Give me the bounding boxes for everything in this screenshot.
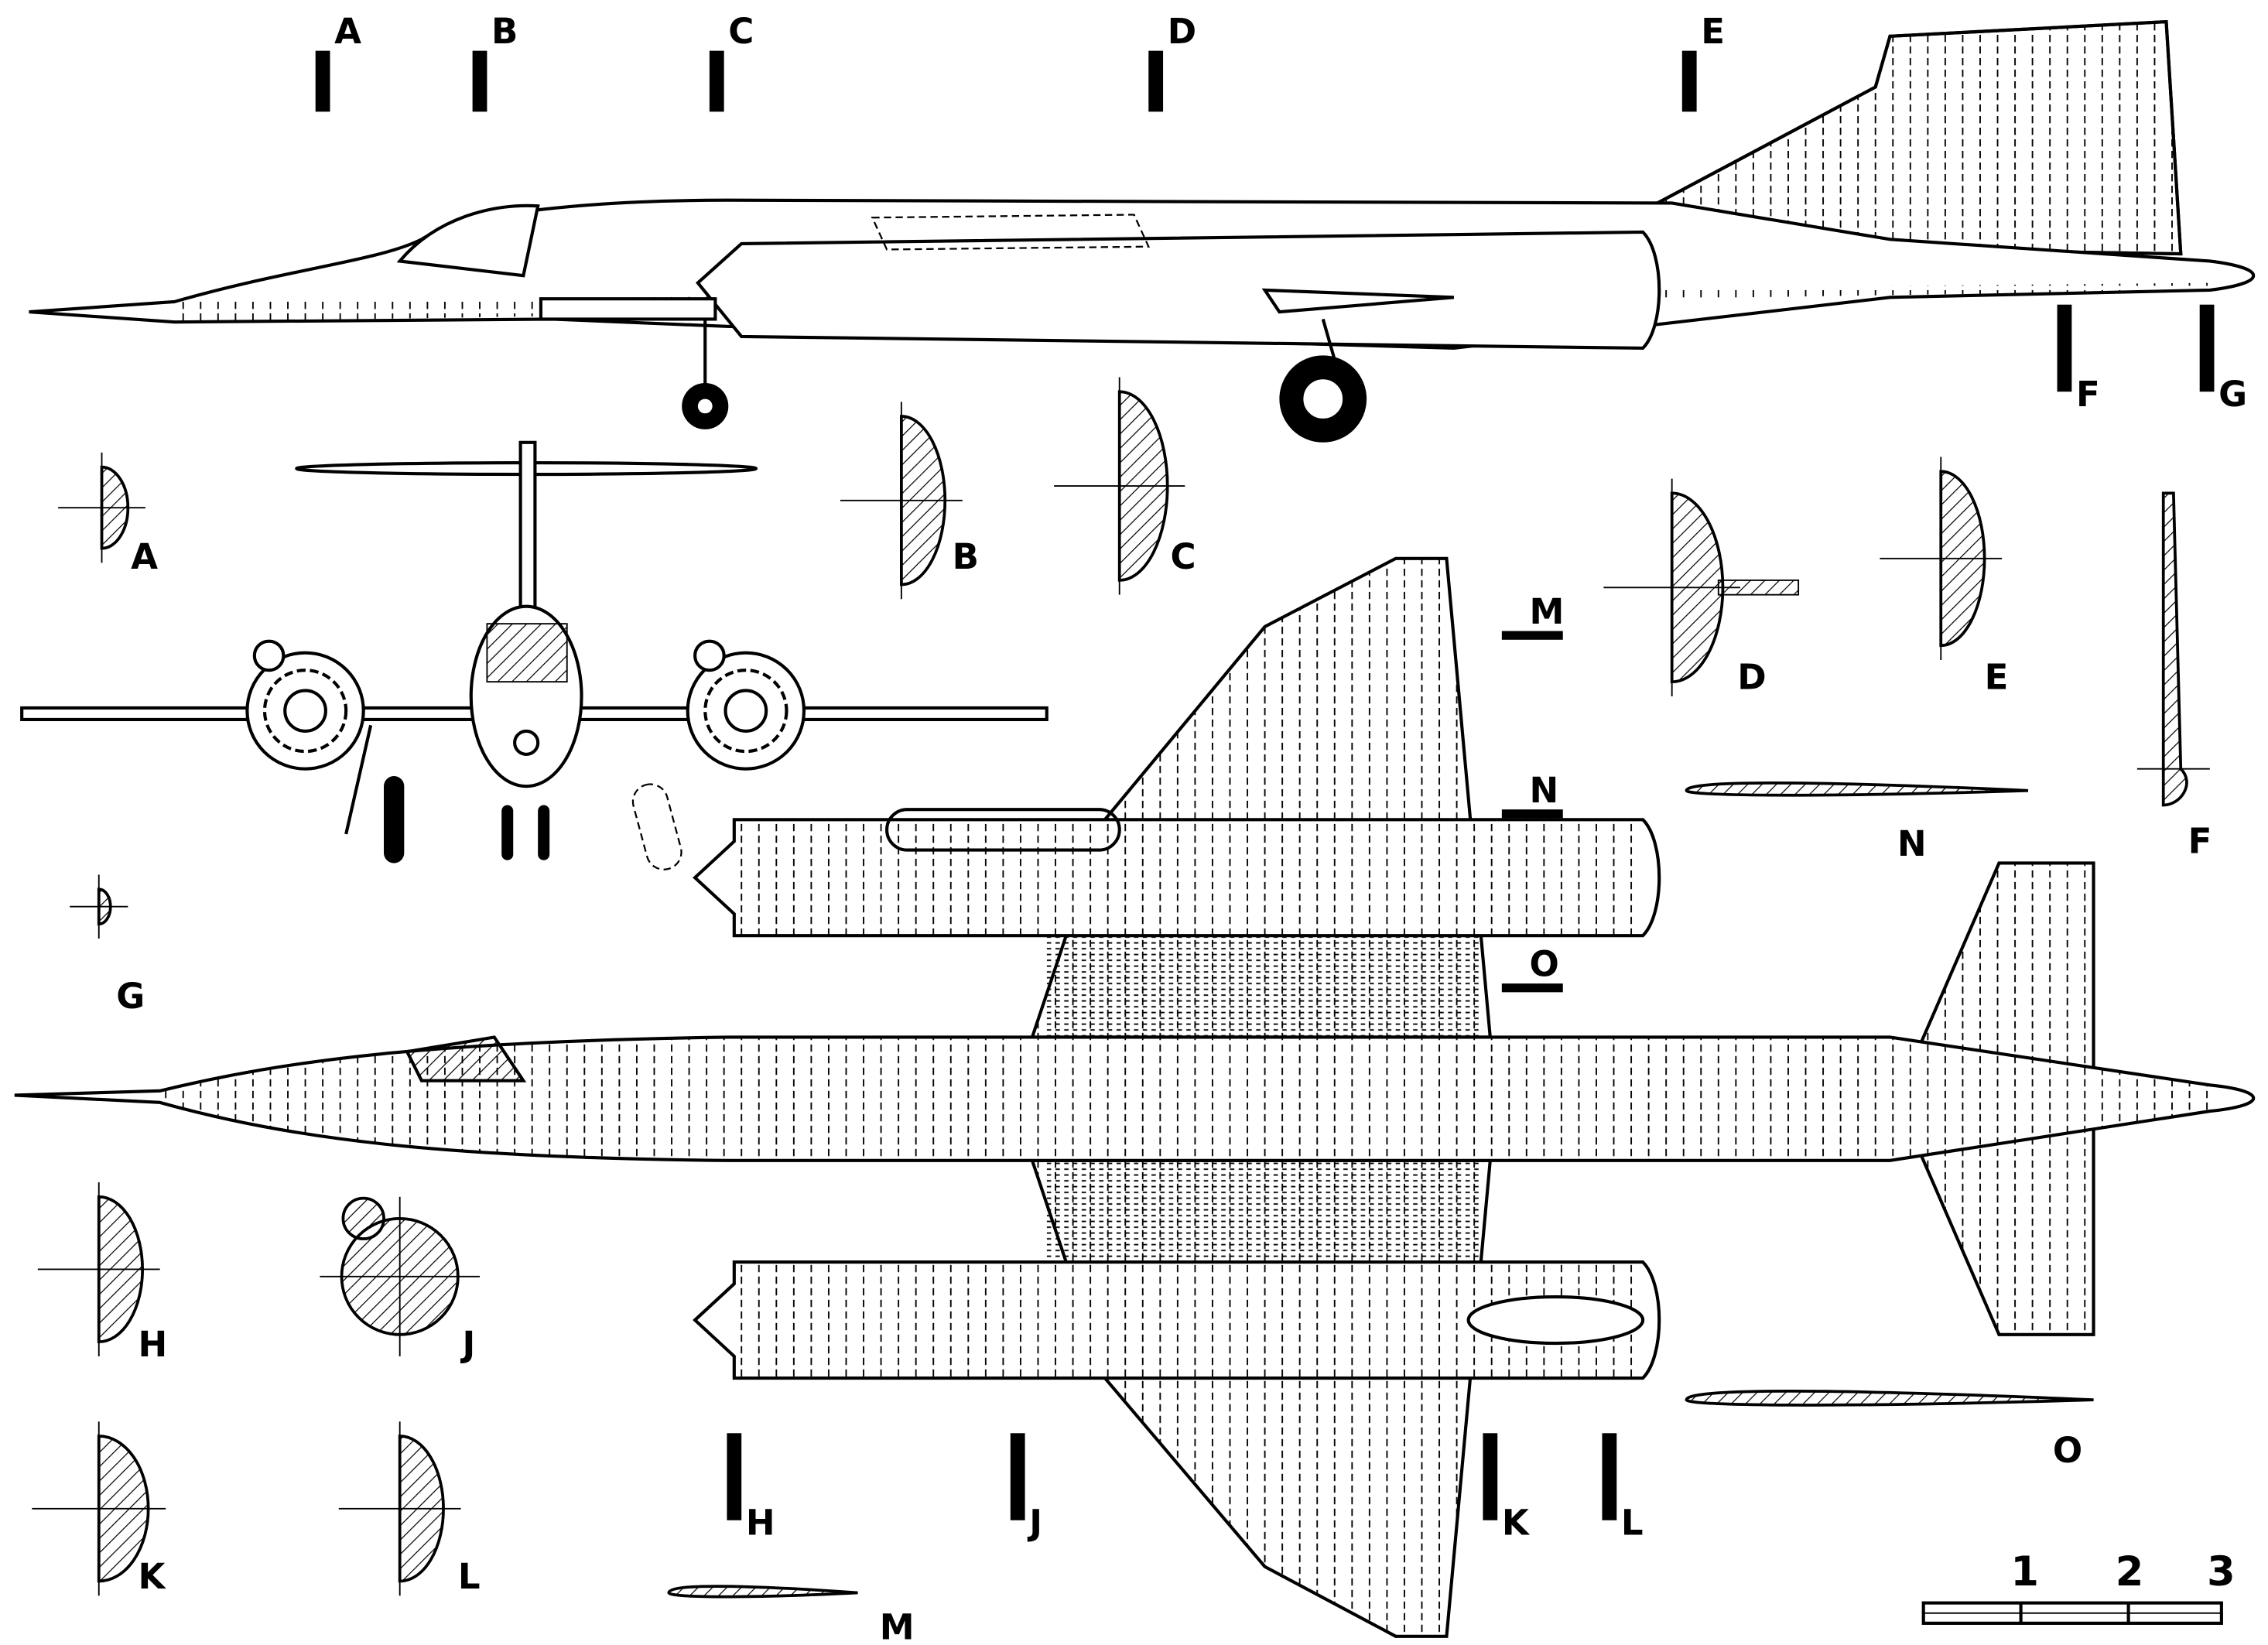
plan-fuselage-panel-lines — [159, 1037, 2210, 1161]
section-label: M — [880, 1607, 915, 1645]
section-label: D — [1737, 657, 1766, 698]
cross-sections: A B C D E G H K L F J M N O — [32, 377, 2212, 1645]
station-marker-label: B — [491, 11, 518, 52]
side-nacelle-fairing — [871, 214, 1151, 251]
front-left-engine — [245, 639, 365, 771]
section-label: E — [1985, 657, 2009, 698]
cross-section-canopy-bulge — [341, 1196, 385, 1240]
station-marker-bar — [1602, 1433, 1617, 1520]
station-marker-bar — [2199, 304, 2215, 392]
station-marker-label: H — [746, 1503, 775, 1544]
plan-view — [14, 556, 2256, 1638]
side-view — [29, 19, 2256, 443]
front-view — [20, 440, 1048, 870]
front-nose-intake — [513, 729, 540, 756]
upper-nacelle-fairing — [885, 808, 1121, 852]
airfoil-section — [667, 1585, 858, 1599]
station-markers: A B C D E F G H J K L M N O — [315, 11, 2247, 1544]
front-retracted-gear-outline — [631, 783, 682, 870]
lower-nacelle-fairing — [1466, 1294, 1645, 1346]
scale-tick-1: 1 — [2010, 1548, 2039, 1595]
cross-section-shape — [2161, 491, 2188, 807]
station-marker-bar — [709, 50, 724, 112]
station-marker-bar — [472, 50, 487, 112]
section-label: J — [460, 1324, 475, 1365]
station-marker-bar — [2057, 304, 2072, 392]
lower-nacelle-panel-lines — [734, 1262, 1644, 1379]
section-label: O — [2053, 1430, 2082, 1471]
front-right-engine — [686, 639, 806, 771]
wing-section-marker-bar — [1501, 983, 1563, 993]
station-marker-bar — [1681, 50, 1697, 112]
front-main-wheel — [384, 776, 405, 864]
front-nose-wheel-left — [501, 805, 514, 860]
station-marker-bar — [315, 50, 330, 112]
front-nose-wheel-right — [538, 805, 550, 860]
station-marker-label: L — [1621, 1503, 1644, 1544]
upper-wing-root-stipple — [1046, 928, 1483, 1038]
section-label: H — [138, 1324, 167, 1365]
scale-tick-3: 3 — [2207, 1548, 2236, 1595]
nose-wheel-hub — [697, 398, 713, 414]
upper-nacelle-panel-lines — [734, 819, 1644, 936]
wing-section-marker-bar — [1501, 631, 1563, 640]
section-label: B — [953, 536, 979, 577]
front-vertical-fin — [518, 440, 537, 633]
station-marker-label: A — [334, 11, 361, 52]
station-marker-label: F — [2076, 374, 2100, 415]
main-wheel-hub — [1302, 378, 1344, 420]
section-label: G — [116, 976, 145, 1017]
scale-bar: 1 2 3 — [1921, 1548, 2236, 1625]
front-main-gear-strut — [344, 724, 373, 835]
station-marker-bar — [727, 1433, 742, 1520]
airfoil-section — [1685, 781, 2029, 797]
lower-wing-root-stipple — [1046, 1160, 1483, 1270]
station-marker-label: K — [1502, 1503, 1531, 1544]
plan-cockpit-canopy — [404, 1035, 527, 1082]
section-label: F — [2188, 820, 2212, 861]
airfoil-section — [1685, 1390, 2094, 1407]
section-label: N — [1897, 823, 1927, 864]
station-marker-label: D — [1168, 11, 1196, 52]
wing-section-marker-label: O — [1530, 944, 1559, 985]
station-marker-bar — [1148, 50, 1164, 112]
wing-section-marker-label: M — [1530, 591, 1565, 632]
station-marker-bar — [1010, 1433, 1025, 1520]
front-canopy — [486, 623, 568, 683]
section-label: A — [131, 536, 158, 577]
side-cockpit-canopy — [396, 203, 540, 278]
wing-section-marker-bar — [1501, 809, 1563, 819]
station-marker-bar — [1483, 1433, 1498, 1520]
section-label: K — [138, 1556, 166, 1597]
section-label: C — [1170, 536, 1196, 577]
side-wing-root — [1261, 288, 1455, 314]
scale-tick-2: 2 — [2116, 1548, 2144, 1595]
station-marker-label: J — [1027, 1503, 1042, 1544]
station-marker-label: E — [1701, 11, 1725, 52]
section-label: L — [458, 1556, 481, 1597]
side-ventral-pod — [539, 297, 717, 321]
station-marker-label: G — [2218, 374, 2247, 415]
section-d-wing-stub — [1717, 579, 1800, 596]
wing-section-marker-label: N — [1530, 770, 1559, 811]
station-marker-label: C — [728, 11, 754, 52]
side-engine-nacelle — [696, 230, 1661, 351]
